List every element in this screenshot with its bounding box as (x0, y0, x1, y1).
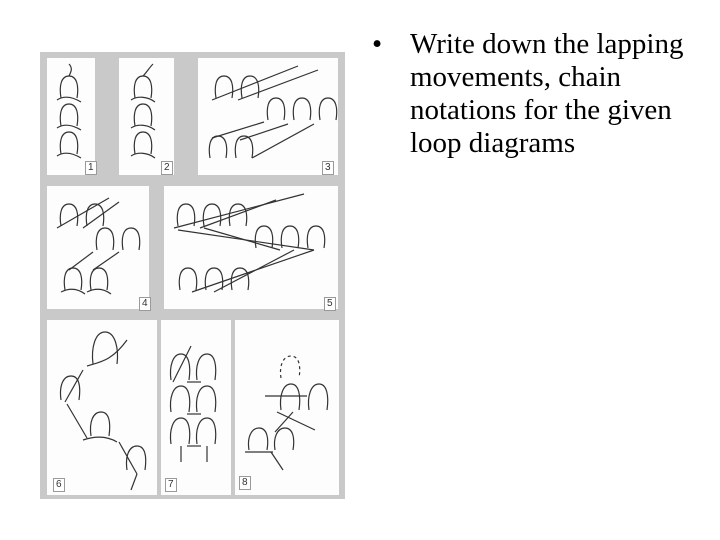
loop-diagram-5 (173, 193, 326, 293)
panel-number-8: 8 (239, 476, 251, 490)
loop-diagram-7 (169, 345, 217, 462)
panel-number-4: 4 (139, 297, 151, 311)
loop-diagram-panel-7: 7 (161, 320, 231, 495)
loop-diagram-6 (59, 331, 147, 491)
panel-number-2: 2 (161, 161, 173, 175)
loop-diagram-panel-5: 5 (164, 186, 338, 311)
loop-diagram-3 (208, 65, 338, 159)
panel-number-7: 7 (165, 478, 177, 492)
loop-diagram-panel-6: 6 (47, 320, 157, 495)
loop-diagram-2 (130, 63, 156, 159)
loop-diagram-panel-8: 8 (235, 320, 339, 495)
loop-diagram-panel-1: 1 (47, 58, 97, 175)
loop-diagram-1 (56, 63, 82, 159)
panel-number-5: 5 (324, 297, 336, 311)
loop-diagram-8 (245, 355, 329, 471)
loop-diagram-panel-3: 3 (198, 58, 338, 175)
bullet-symbol: • (372, 28, 383, 60)
panel-number-3: 3 (322, 161, 334, 175)
instruction-text: Write down the lapping movements, chain … (410, 28, 684, 159)
instruction-bullet: • Write down the lapping movements, chai… (372, 28, 702, 160)
panel-number-1: 1 (85, 161, 97, 175)
loop-diagram-4 (56, 197, 141, 295)
panel-number-6: 6 (53, 478, 65, 492)
loop-diagram-panel-2: 2 (119, 58, 174, 175)
loop-diagram-panel-4: 4 (47, 186, 151, 311)
loop-diagrams-figure: 1 2 (40, 52, 345, 499)
